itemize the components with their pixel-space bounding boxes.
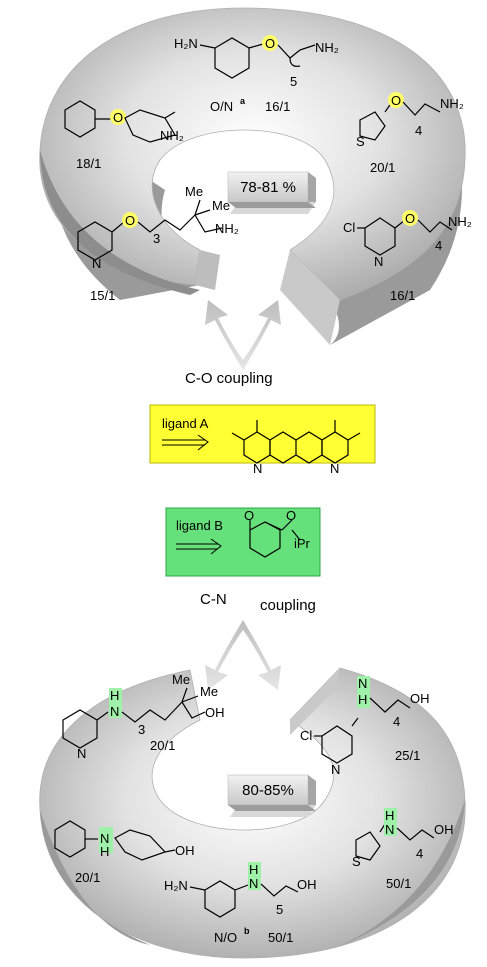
svg-text:OH: OH (434, 822, 454, 837)
svg-text:4: 4 (393, 714, 400, 729)
svg-text:Me: Me (172, 672, 190, 687)
svg-text:N: N (110, 704, 119, 719)
svg-text:H: H (110, 688, 119, 703)
svg-text:O: O (405, 211, 415, 226)
svg-text:N: N (249, 876, 258, 891)
svg-text:NH₂: NH₂ (215, 221, 239, 236)
svg-text:4: 4 (415, 123, 422, 138)
top-yield-label: 78-81 % (240, 179, 296, 196)
ligand-a-label: ligand A (162, 416, 209, 431)
svg-text:b: b (244, 926, 250, 936)
svg-text:20/1: 20/1 (370, 160, 395, 175)
svg-text:NH₂: NH₂ (315, 40, 339, 55)
cn-label-1: C-N (200, 591, 227, 608)
svg-text:N: N (77, 746, 86, 761)
svg-text:16/1: 16/1 (265, 99, 290, 114)
svg-text:H₂N: H₂N (174, 36, 198, 51)
svg-text:O/N: O/N (210, 99, 233, 114)
highlight-n-1 (109, 688, 122, 718)
bottom-ring (39, 667, 466, 959)
svg-text:Me: Me (200, 684, 218, 699)
bottom-compound-aminophenyl: H₂N H N OH 5 N/O b 50/1 (164, 862, 317, 945)
svg-text:O: O (265, 36, 275, 51)
svg-text:3: 3 (153, 231, 160, 246)
bottom-compound-pyridyl: N H N 3 Me Me OH 20/1 (62, 672, 225, 761)
svg-text:OH: OH (297, 877, 317, 892)
svg-text:H₂N: H₂N (164, 878, 188, 893)
top-compound-chloropyridyl: Cl N O NH₂ 4 16/1 (343, 210, 472, 303)
svg-text:N: N (331, 762, 340, 777)
bottom-yield-label: 80-85% (242, 782, 294, 799)
svg-text:N: N (253, 461, 262, 476)
bottom-compound-thiophene: S H N OH 4 50/1 (352, 808, 454, 891)
svg-text:16/1: 16/1 (390, 288, 415, 303)
svg-text:H: H (358, 692, 367, 707)
svg-text:H: H (100, 844, 109, 859)
svg-text:NH₂: NH₂ (160, 128, 184, 143)
svg-text:50/1: 50/1 (268, 930, 293, 945)
svg-text:N: N (330, 461, 339, 476)
ligand-b-box: ligand B O O iPr (165, 507, 321, 577)
svg-text:S: S (356, 134, 365, 149)
svg-text:Me: Me (212, 198, 230, 213)
svg-text:OH: OH (205, 705, 225, 720)
bottom-compound-chloropyridyl: Cl N N H OH 4 25/1 (300, 676, 430, 777)
svg-text:Me: Me (185, 184, 203, 199)
svg-text:S: S (352, 854, 361, 869)
top-compound-pyridyl: N O 3 Me Me NH₂ 15/1 (77, 184, 239, 303)
top-ring (39, 7, 466, 345)
svg-text:4: 4 (435, 238, 442, 253)
cn-arrow (205, 620, 281, 690)
svg-text:H: H (385, 808, 394, 823)
highlight-o-1 (262, 35, 278, 51)
bottom-yield-box: 80-85% (227, 774, 316, 817)
top-compound-thiophene: S O NH₂ 4 20/1 (356, 92, 464, 175)
svg-text:Cl: Cl (343, 220, 355, 235)
svg-text:OH: OH (410, 691, 430, 706)
top-compound-aminophenol: H₂N O NH₂ 5 O/N a 16/1 (174, 35, 339, 114)
ligand-b-label: ligand B (176, 518, 223, 533)
svg-text:O: O (113, 110, 123, 125)
svg-text:iPr: iPr (294, 536, 311, 551)
svg-text:a: a (240, 96, 246, 106)
svg-text:O: O (286, 508, 296, 523)
co-arrow (205, 300, 281, 370)
svg-text:25/1: 25/1 (395, 748, 420, 763)
svg-text:NH₂: NH₂ (448, 214, 472, 229)
svg-text:5: 5 (290, 74, 297, 89)
svg-text:5: 5 (276, 902, 283, 917)
svg-text:4: 4 (416, 846, 423, 861)
top-yield-box: 78-81 % (227, 171, 316, 214)
svg-text:Cl: Cl (300, 728, 312, 743)
bottom-compound-cyclohexyl: N H OH 20/1 (54, 820, 195, 885)
co-coupling-label: C-O coupling (185, 370, 273, 387)
svg-text:50/1: 50/1 (386, 876, 411, 891)
svg-text:OH: OH (175, 843, 195, 858)
svg-text:N/O: N/O (214, 930, 237, 945)
svg-text:N: N (92, 256, 101, 271)
svg-text:O: O (125, 213, 135, 228)
svg-text:O: O (391, 93, 401, 108)
svg-text:N: N (358, 676, 367, 691)
cn-label-2: coupling (260, 597, 316, 614)
svg-text:N: N (385, 822, 394, 837)
svg-text:20/1: 20/1 (75, 870, 100, 885)
ligand-a-box: ligand A N N (149, 404, 376, 476)
svg-text:O: O (244, 508, 254, 523)
svg-text:N: N (374, 254, 383, 269)
svg-text:H: H (249, 862, 258, 877)
svg-text:20/1: 20/1 (150, 738, 175, 753)
svg-text:3: 3 (138, 722, 145, 737)
svg-text:N: N (100, 831, 109, 846)
svg-text:NH₂: NH₂ (440, 96, 464, 111)
svg-text:15/1: 15/1 (90, 288, 115, 303)
top-compound-cyclohexyl: O NH₂ 18/1 (64, 100, 184, 171)
svg-text:18/1: 18/1 (76, 156, 101, 171)
